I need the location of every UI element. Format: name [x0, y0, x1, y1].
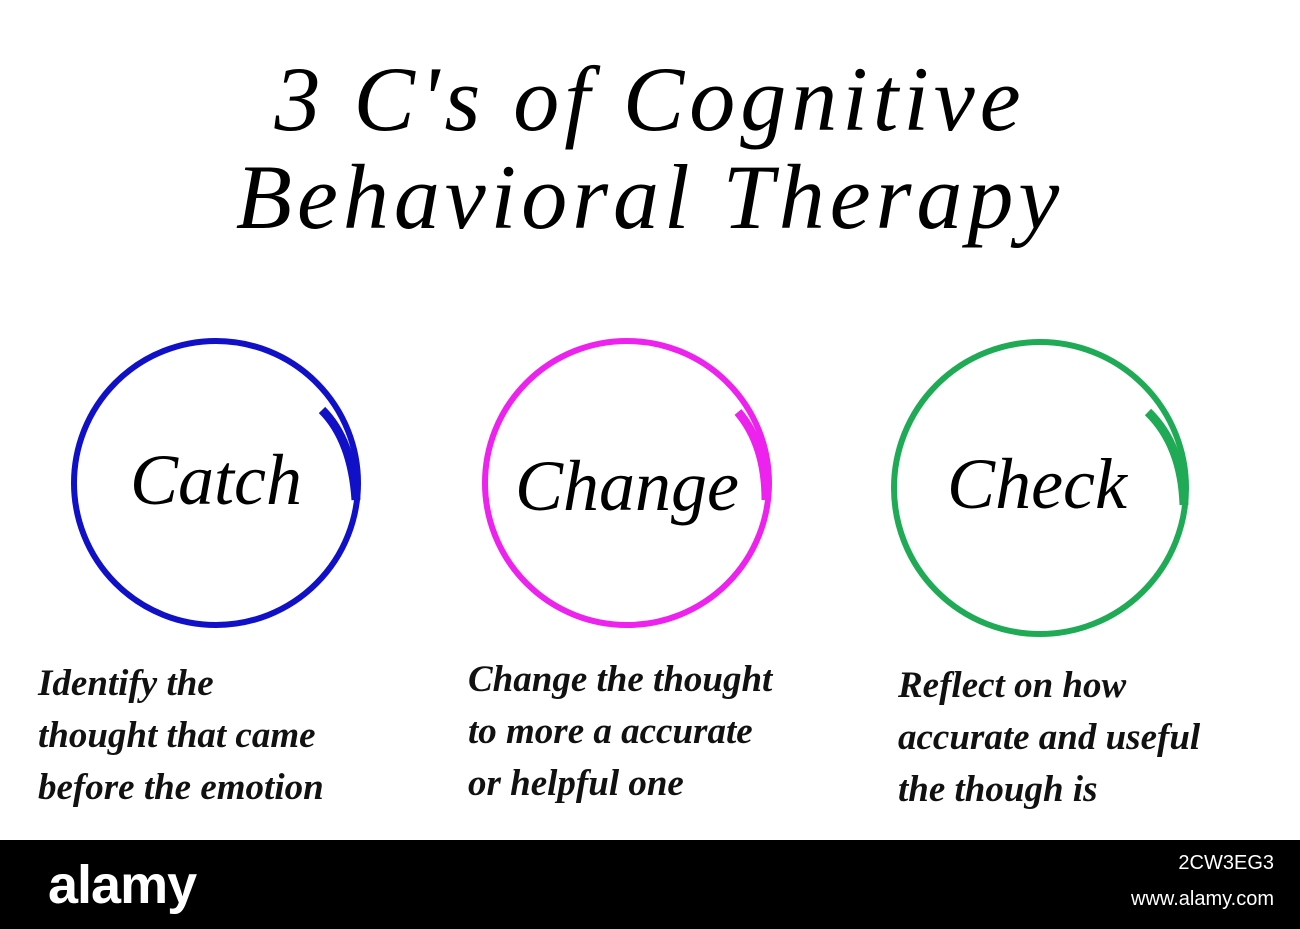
- step-label-change: Change: [515, 446, 739, 526]
- description-line: accurate and useful: [898, 717, 1201, 758]
- description-line: or helpful one: [468, 763, 684, 804]
- step-label-check: Check: [947, 444, 1127, 524]
- description-line: thought that came: [38, 715, 316, 756]
- description-line: the though is: [898, 769, 1098, 810]
- description-line: Identify the: [38, 663, 214, 704]
- circles-layer: [71, 338, 1189, 637]
- description-line: Reflect on how: [898, 665, 1127, 706]
- step-description-catch: Identify the thought that came before th…: [38, 658, 324, 814]
- description-line: to more a accurate: [468, 711, 753, 752]
- step-label-catch: Catch: [130, 440, 302, 520]
- circle-catch: [71, 338, 361, 628]
- site-url: www.alamy.com: [1131, 888, 1274, 910]
- alamy-logo: alamy: [48, 855, 197, 915]
- image-id: 2CW3EG3: [1178, 852, 1274, 874]
- diagram-title: 3 C's of Cognitive Behavioral Therapy: [0, 50, 1300, 246]
- title-line-1: 3 C's of Cognitive: [274, 48, 1026, 150]
- watermark-footer: alamy 2CW3EG3 www.alamy.com: [0, 840, 1300, 929]
- circle-check: [891, 339, 1189, 637]
- description-line: Change the thought: [468, 659, 773, 700]
- step-description-check: Reflect on how accurate and useful the t…: [898, 660, 1200, 816]
- description-line: before the emotion: [38, 767, 324, 808]
- title-line-2: Behavioral Therapy: [235, 146, 1065, 248]
- circle-change: [482, 338, 772, 628]
- step-description-change: Change the thought to more a accurate or…: [468, 654, 772, 810]
